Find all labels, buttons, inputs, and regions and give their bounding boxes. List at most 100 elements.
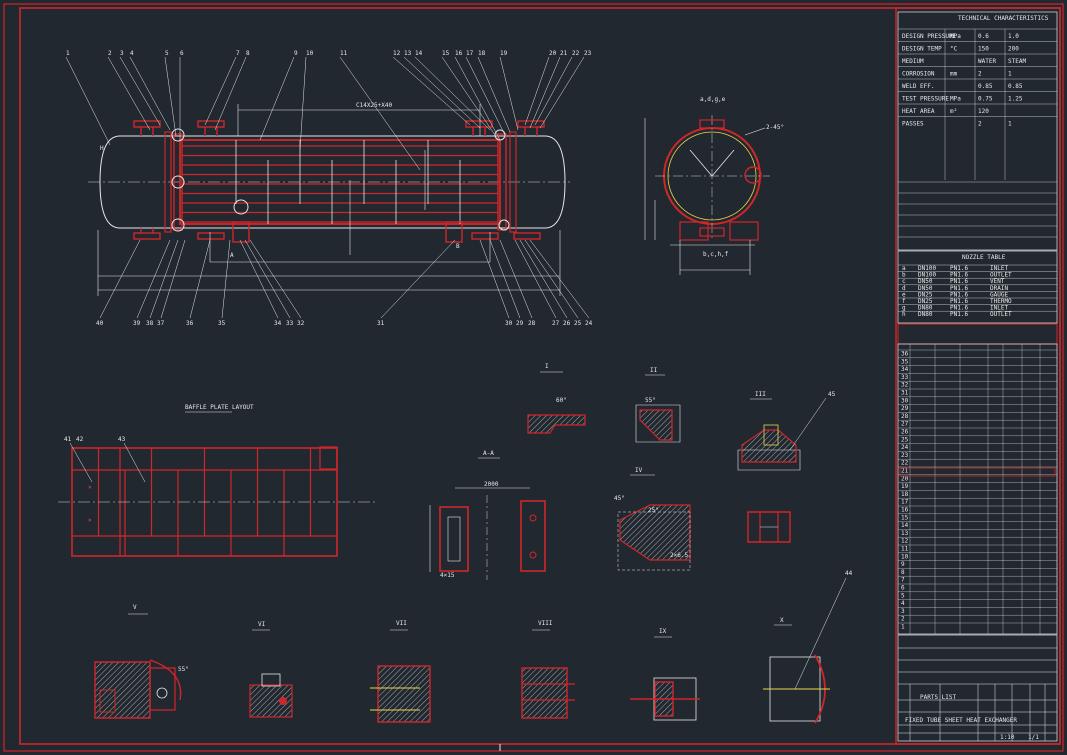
tech-cell: CORROSION bbox=[902, 71, 935, 78]
tech-cell: 1 bbox=[1008, 71, 1012, 78]
svg-text:×: × bbox=[88, 484, 92, 491]
callout-leader bbox=[380, 239, 456, 319]
callout-top-19: 19 bbox=[500, 50, 508, 57]
nozzle-cell: PN1.6 bbox=[950, 272, 968, 279]
callout-top-1: 1 bbox=[66, 50, 70, 57]
detail4-dim: 2×6.5 bbox=[670, 552, 688, 559]
callout-bottom-28: 28 bbox=[528, 320, 536, 327]
flange-circles bbox=[171, 128, 510, 232]
detail1-angle: 60° bbox=[556, 397, 567, 404]
parts-row-number: 31 bbox=[901, 390, 909, 397]
callout-leader bbox=[339, 56, 421, 171]
drawing-sheet: 1/1 bbox=[1028, 734, 1039, 741]
section-aa-dim: 4×15 bbox=[440, 572, 455, 579]
callout-leader bbox=[259, 56, 295, 141]
callout-leader bbox=[221, 239, 231, 319]
parts-row-number: 14 bbox=[901, 522, 909, 529]
callout-bottom-38: 38 bbox=[146, 320, 154, 327]
parts-row-number: 15 bbox=[901, 514, 909, 521]
callout-top-12: 12 bbox=[393, 50, 401, 57]
baffle-callout-43: 43 bbox=[118, 436, 126, 443]
detail2-angle: 55° bbox=[645, 397, 656, 404]
tech-cell: DESIGN TEMP bbox=[902, 46, 942, 53]
nozzle-cell: a bbox=[902, 265, 906, 272]
callout-leader bbox=[529, 56, 561, 129]
tech-cell: 120 bbox=[978, 108, 989, 115]
nozzle-cell: DN25 bbox=[918, 298, 933, 305]
nozzle-cell: DN80 bbox=[918, 311, 933, 318]
callout-leader bbox=[529, 239, 590, 319]
detail-label-6: V bbox=[133, 604, 137, 611]
tech-cell: TEST PRESSURE bbox=[902, 96, 949, 103]
callout-bottom-33: 33 bbox=[286, 320, 294, 327]
callout-bottom-25: 25 bbox=[574, 320, 582, 327]
tech-cell: 2 bbox=[978, 121, 982, 128]
callout-top-5: 5 bbox=[165, 50, 169, 57]
detail-views-lower: V 55° VI VII VIII IX X bbox=[94, 570, 853, 724]
nozzle-cell: f bbox=[902, 298, 906, 305]
section-mark-b: B bbox=[456, 243, 460, 250]
parts-row-number: 8 bbox=[901, 569, 905, 576]
nozzle-cell: INLET bbox=[990, 265, 1008, 272]
detail-label-1: I bbox=[545, 363, 549, 370]
tech-cell: 1.25 bbox=[1008, 96, 1023, 103]
head-mark-h: H bbox=[100, 145, 104, 152]
main-dimension-lines bbox=[97, 104, 561, 296]
nozzle-cell: d bbox=[902, 285, 906, 292]
callout-top-4: 4 bbox=[130, 50, 134, 57]
parts-row-number: 2 bbox=[901, 616, 905, 623]
callout-bottom-37: 37 bbox=[157, 320, 165, 327]
callout-leader bbox=[214, 56, 247, 131]
parts-row-number: 16 bbox=[901, 507, 909, 514]
parts-row-number: 29 bbox=[901, 405, 909, 412]
callout-leader bbox=[539, 56, 585, 129]
callout-leader bbox=[189, 239, 211, 319]
parts-row-number: 22 bbox=[901, 460, 909, 467]
tech-cell: STEAM bbox=[1008, 58, 1026, 65]
detail4-angle-a: 45° bbox=[614, 495, 625, 502]
callout-leader bbox=[119, 56, 161, 126]
callout-top-21: 21 bbox=[560, 50, 568, 57]
parts-row-number: 33 bbox=[901, 374, 909, 381]
callout-leader bbox=[524, 56, 550, 126]
tech-cell: m² bbox=[950, 108, 957, 115]
end-section-view: a,d,g,e b,c,h,f 2-45° bbox=[644, 96, 784, 275]
callout-top-17: 17 bbox=[466, 50, 474, 57]
callout-leader bbox=[477, 56, 511, 133]
callout-leader bbox=[414, 56, 491, 131]
tech-cell: WELD EFF. bbox=[902, 83, 935, 90]
nozzle-cell: PN1.6 bbox=[950, 298, 968, 305]
nozzle-cell: PN1.6 bbox=[950, 291, 968, 298]
section-aa-label: A-A bbox=[483, 450, 494, 457]
callout-top-18: 18 bbox=[478, 50, 486, 57]
callout-top-14: 14 bbox=[415, 50, 423, 57]
drawing-scale: 1:10 bbox=[1000, 734, 1015, 741]
parts-row-number: 17 bbox=[901, 499, 909, 506]
nozzle-cell: OUTLET bbox=[990, 272, 1012, 279]
callout-leader bbox=[519, 239, 568, 319]
callout-bottom-36: 36 bbox=[186, 320, 194, 327]
nozzle-cell: DN50 bbox=[918, 285, 933, 292]
tech-cell: MPa bbox=[950, 33, 961, 40]
top-nozzles bbox=[133, 120, 545, 136]
callout-leader bbox=[204, 56, 237, 126]
parts-row-number: 18 bbox=[901, 491, 909, 498]
callout-leader bbox=[107, 56, 151, 131]
tech-cell: 0.85 bbox=[1008, 83, 1023, 90]
callout-top-7: 7 bbox=[236, 50, 240, 57]
callout-leader bbox=[441, 56, 496, 136]
baffle-callout-42: 42 bbox=[76, 436, 84, 443]
tech-cell: WATER bbox=[978, 58, 996, 65]
callout-leader bbox=[164, 56, 177, 137]
parts-row-number: 7 bbox=[901, 577, 905, 584]
baffle-callout-41: 41 bbox=[64, 436, 72, 443]
callout-top-22: 22 bbox=[572, 50, 580, 57]
svg-text:×: × bbox=[88, 517, 92, 524]
callout-leader bbox=[129, 56, 171, 131]
callout-leader bbox=[244, 239, 291, 319]
callout-top-23: 23 bbox=[584, 50, 592, 57]
parts-row-number: 26 bbox=[901, 429, 909, 436]
detail4-angle-b: 25° bbox=[648, 507, 659, 514]
